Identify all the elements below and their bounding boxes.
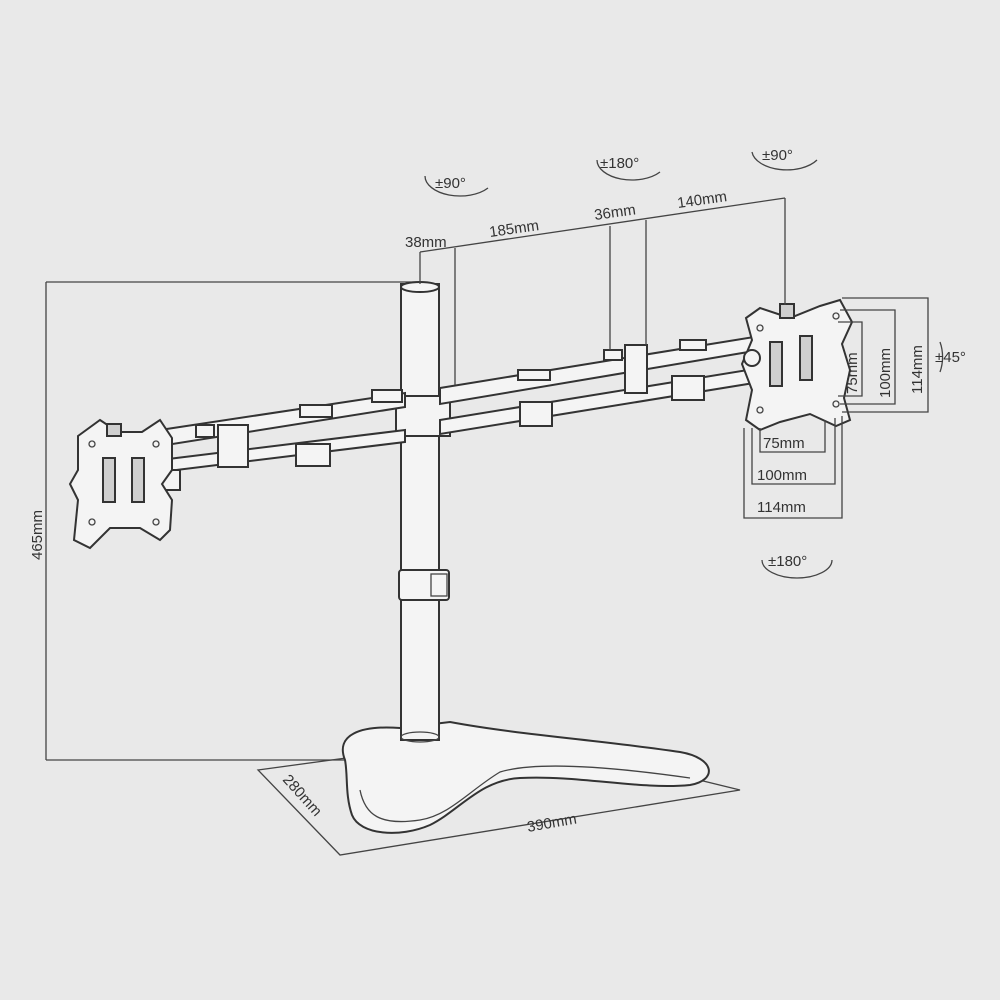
height-label: 465mm: [29, 510, 46, 560]
vesa-dimension-lines: [743, 297, 929, 519]
vesa-100-vertical-label: 100mm: [877, 348, 894, 398]
pole: [395, 281, 451, 743]
pole-diameter-label: 38mm: [405, 234, 447, 251]
base: [256, 720, 741, 856]
vesa-114-vertical-label: 114mm: [909, 345, 926, 394]
vesa-114-horizontal-label: 114mm: [757, 499, 806, 516]
right-arm: [439, 334, 761, 436]
vesa-100-horizontal-label: 100mm: [757, 467, 807, 484]
pole-swivel-label: ±90°: [435, 175, 466, 192]
vesa-75-vertical-label: 75mm: [844, 352, 861, 394]
elbow-swivel-label: ±180°: [600, 155, 639, 172]
top-dimension: [419, 197, 786, 385]
left-vesa-plate: [68, 418, 174, 550]
rotate-label: ±180°: [768, 553, 807, 570]
arm-segment-1-label: 185mm: [488, 217, 540, 241]
base-depth-label: 280mm: [279, 771, 325, 820]
tilt-label: ±45°: [935, 349, 966, 366]
right-vesa-plate: [740, 298, 854, 432]
rotation-arcs: [424, 151, 944, 579]
arm-segment-2-label: 140mm: [676, 188, 728, 212]
arm-gap-label: 36mm: [593, 201, 637, 224]
left-arm: [157, 389, 406, 491]
base-width-label: 390mm: [526, 811, 578, 836]
vesa-75-horizontal-label: 75mm: [763, 435, 805, 452]
head-swivel-label: ±90°: [762, 147, 793, 164]
height-dimension: [45, 281, 420, 761]
